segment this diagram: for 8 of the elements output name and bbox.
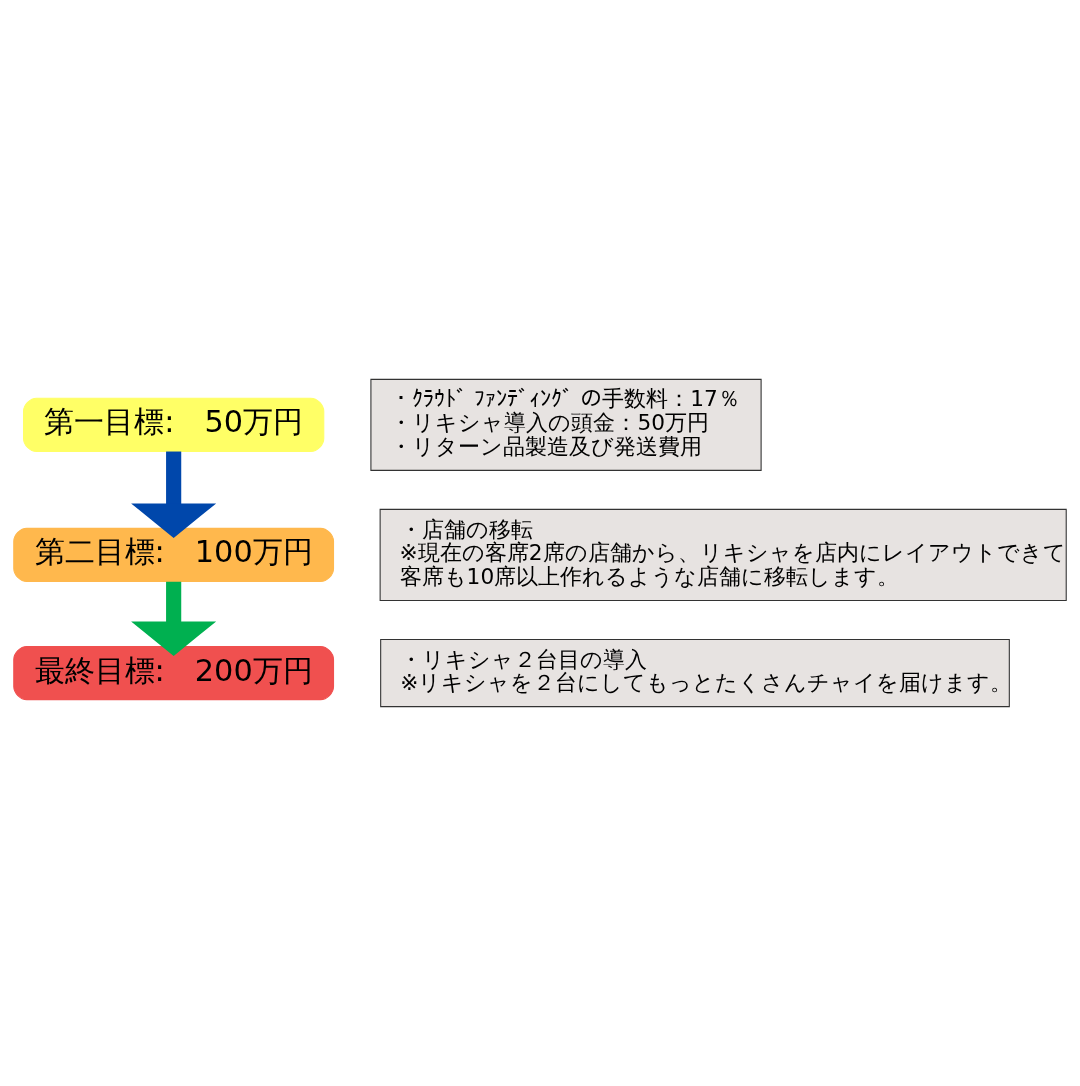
node-box: ・リキシャ２台目の導入 ※リキシャを２台にしてもっとたくさんチャイを届けます。 xyxy=(380,638,1010,708)
arrow xyxy=(131,451,217,539)
node-box: ・ｸﾗｳﾄﾞ ﾌｧﾝﾃﾞｨﾝｸﾞ の手数料：17％ ・リキシャ導入の頭金：50万円 ・リターン品製造及び発送費用 xyxy=(370,378,762,471)
node-box: 第一目標: 50万円 xyxy=(23,397,325,452)
arrow xyxy=(131,581,217,657)
node-box: ・店舗の移転 ※現在の客席2席の店舗から、リキシャを店内にレイアウトできて客席も10席以上作れるような店舗に移転します。 xyxy=(379,508,1067,601)
node-box: 第二目標: 100万円 xyxy=(13,527,335,582)
node-box: 最終目標: 200万円 xyxy=(13,645,335,701)
